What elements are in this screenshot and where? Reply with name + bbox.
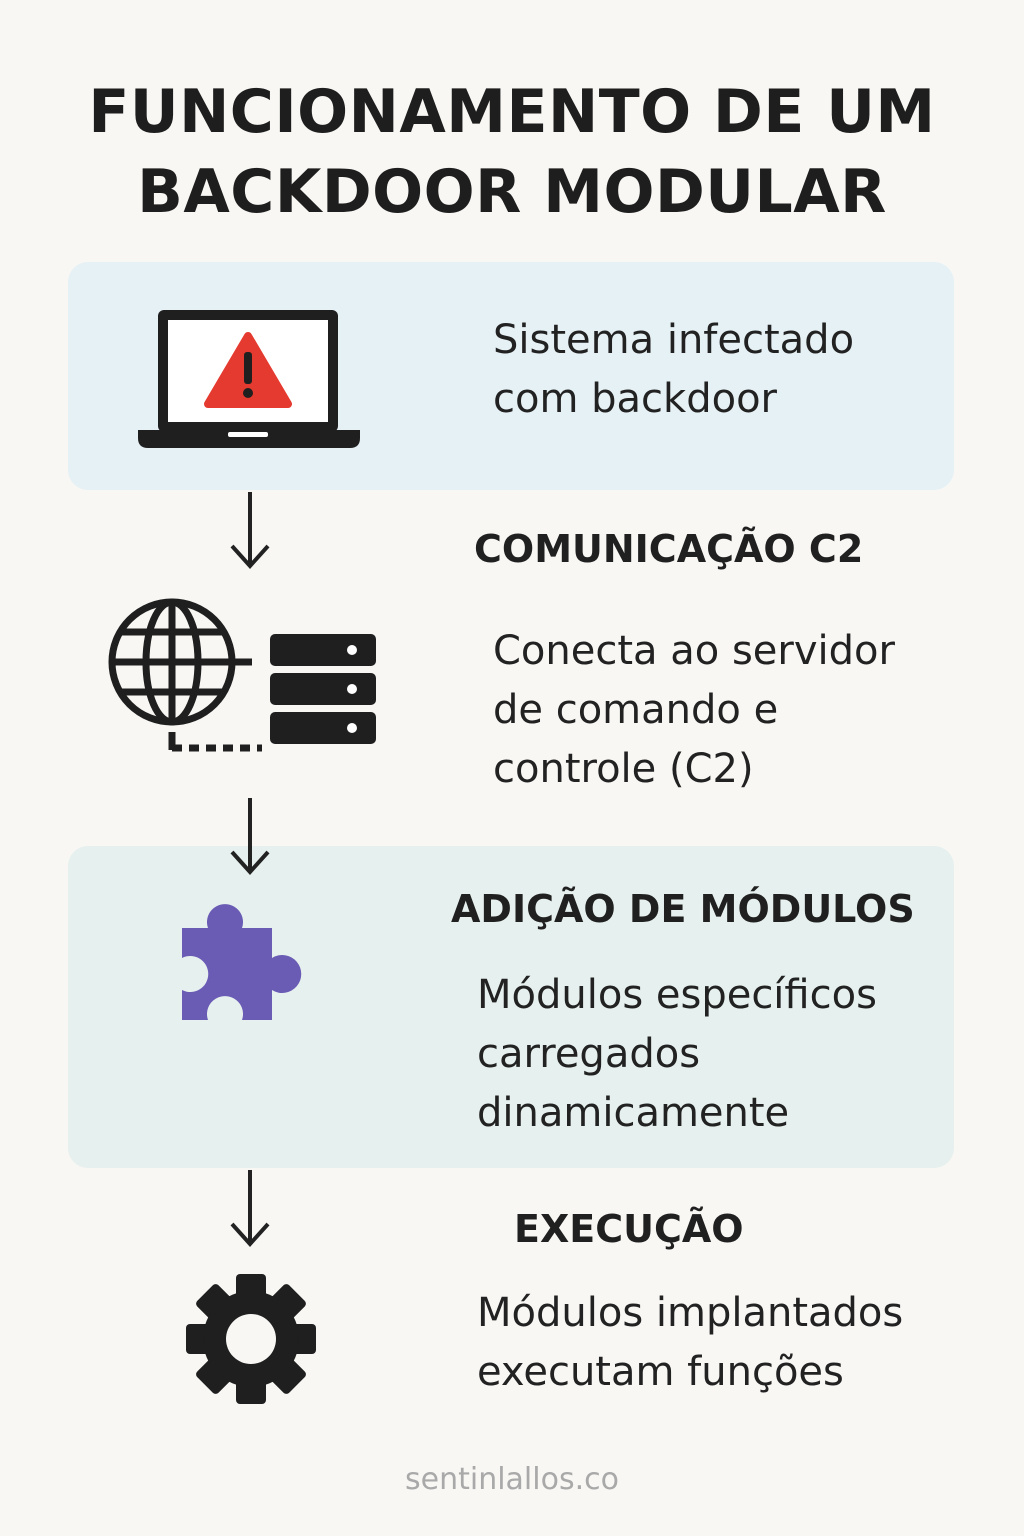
step-4-heading: EXECUÇÃO xyxy=(514,1207,744,1251)
arrow-down-icon xyxy=(230,798,270,875)
step-1-description: Sistema infectado com backdoor xyxy=(493,311,854,429)
laptop-warning-icon xyxy=(138,310,360,448)
desc-line: Sistema infectado xyxy=(493,317,855,363)
step-4-description: Módulos implantados executam funções xyxy=(477,1284,903,1402)
desc-line: Conecta ao servidor xyxy=(493,628,895,674)
desc-line: executam funções xyxy=(477,1349,844,1395)
step-2-heading: COMUNICAÇÃO C2 xyxy=(474,527,864,571)
globe-server-icon xyxy=(108,598,376,752)
footer-source: sentinlallos.co xyxy=(405,1462,619,1497)
desc-line: Módulos específicos xyxy=(477,972,877,1018)
step-3-description: Módulos específicos carregados dinamicam… xyxy=(477,966,877,1143)
desc-line: Módulos implantados xyxy=(477,1290,904,1336)
step-3-panel xyxy=(68,846,954,1168)
desc-line: dinamicamente xyxy=(477,1090,790,1136)
puzzle-piece-icon xyxy=(182,904,302,1020)
page-title: FUNCIONAMENTO DE UM BACKDOOR MODULAR xyxy=(0,72,1024,232)
desc-line: de comando e xyxy=(493,687,779,733)
arrow-down-icon xyxy=(230,1170,270,1247)
step-2-description: Conecta ao servidor de comando e control… xyxy=(493,622,895,799)
title-line-1: FUNCIONAMENTO DE UM xyxy=(88,77,936,147)
gear-icon xyxy=(186,1274,316,1404)
arrow-down-icon xyxy=(230,492,270,569)
desc-line: carregados xyxy=(477,1031,701,1077)
desc-line: com backdoor xyxy=(493,376,777,422)
step-3-heading: ADIÇÃO DE MÓDULOS xyxy=(451,887,915,931)
desc-line: controle (C2) xyxy=(493,746,754,792)
title-line-2: BACKDOOR MODULAR xyxy=(137,157,887,227)
